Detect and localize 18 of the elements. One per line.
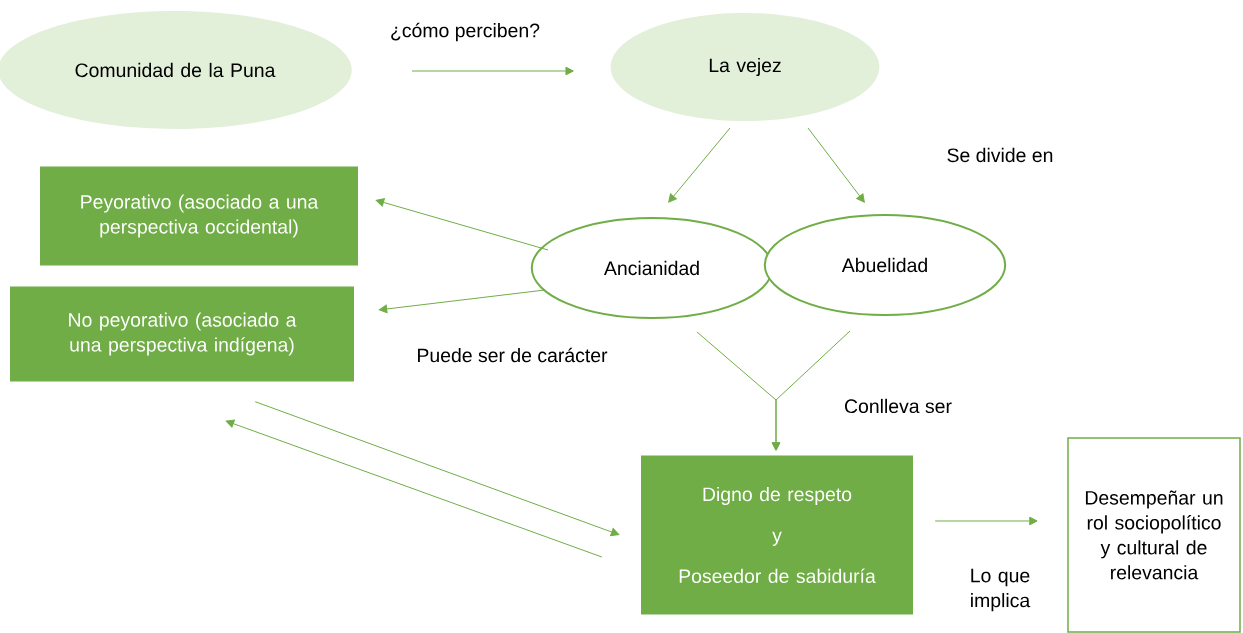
- annotation-text: Conlleva ser: [845, 398, 952, 414]
- text-box: Digno de respeto y Poseedor de sabiduría: [641, 455, 913, 615]
- arrow: [254, 401, 620, 537]
- text-box: Peyorativo (asociado a una perspectiva occidental): [40, 166, 358, 266]
- arrow: [225, 419, 603, 558]
- arrow: [934, 516, 1038, 526]
- arrow: [411, 66, 574, 76]
- arrow: [375, 198, 549, 251]
- arrow: [807, 127, 865, 203]
- annotation-text: Lo que implica: [971, 568, 1031, 612]
- annotation-text: ¿cómo perciben?: [391, 22, 540, 42]
- annotation-text: Se divide en: [947, 147, 1053, 163]
- arrow: [771, 330, 851, 451]
- arrow: [668, 127, 731, 203]
- text-box: No peyorativo (asociado a una perspectiva indígena): [10, 286, 354, 382]
- annotation-text: Puede ser de carácter: [418, 347, 608, 363]
- arrow: [378, 289, 546, 314]
- text-box: Desempeñar un rol sociopolítico y cultural de relevancia: [1067, 437, 1241, 633]
